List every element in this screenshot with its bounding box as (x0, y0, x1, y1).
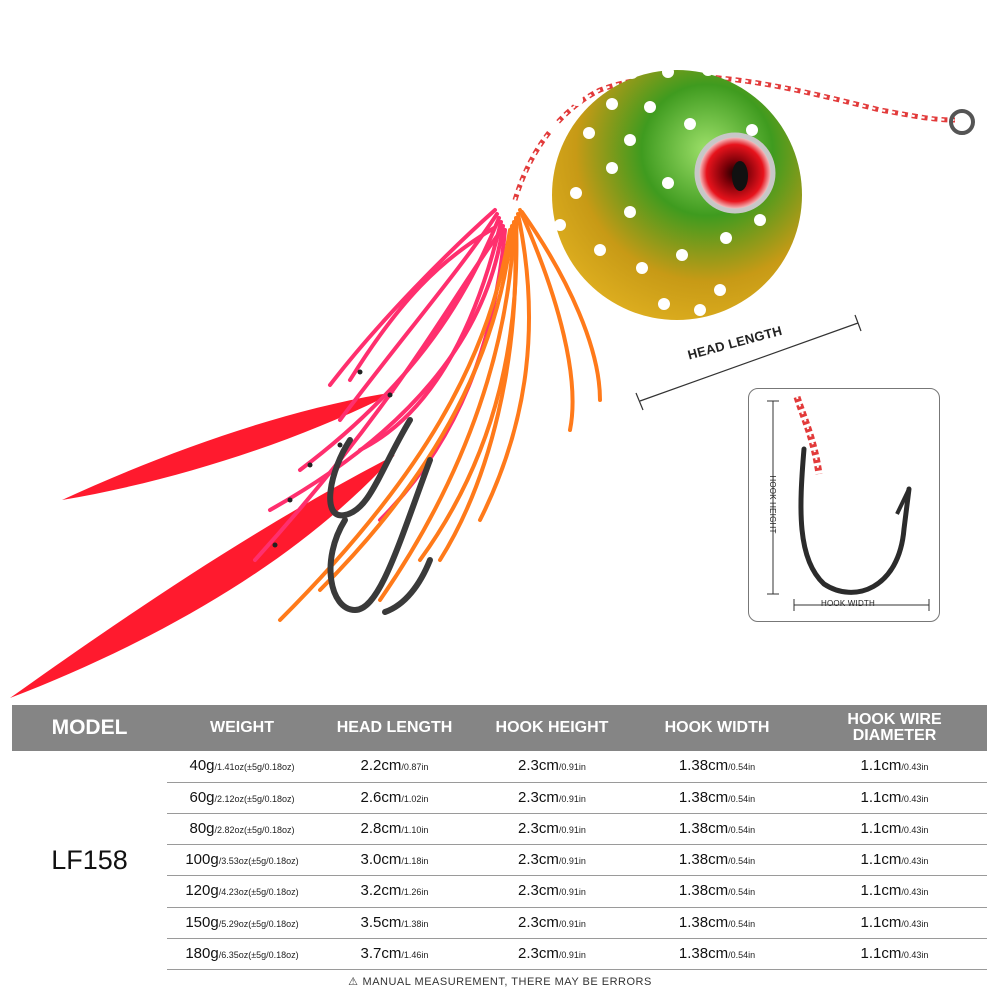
hook-icon (767, 395, 930, 611)
header-head-length: HEAD LENGTH (336, 719, 453, 736)
table-row: 120g/4.23oz(±5g/0.18oz) 3.2cm/1.26in 2.3… (12, 875, 987, 908)
orange-skirt (278, 208, 602, 622)
hook-width-cell: 1.38cm/0.54in (632, 782, 802, 814)
head-spots (542, 64, 774, 316)
measurement-disclaimer: ⚠MANUAL MEASUREMENT, THERE MAY BE ERRORS (0, 975, 1000, 988)
header-wire-diameter: HOOK WIRE DIAMETER (802, 705, 987, 751)
hook-width-cell: 1.38cm/0.54in (632, 907, 802, 939)
wire-diameter-cell: 1.1cm/0.43in (802, 938, 987, 971)
hook-height-cell: 2.3cm/0.91in (472, 907, 632, 939)
table-row: 150g/5.29oz(±5g/0.18oz) 3.5cm/1.38in 2.3… (12, 907, 987, 939)
wire-diameter-cell: 1.1cm/0.43in (802, 844, 987, 877)
table-row: LF158 40g/1.41oz(±5g/0.18oz) 2.2cm/0.87i… (12, 751, 987, 875)
head-length-cell: 3.2cm/1.26in (317, 875, 472, 908)
hook-diagram-card (748, 388, 940, 622)
weight-cell: 40g/1.41oz(±5g/0.18oz) (167, 751, 317, 783)
weight-cell: 120g/4.23oz(±5g/0.18oz) (167, 875, 317, 908)
wire-diameter-cell: 1.1cm/0.43in (802, 813, 987, 846)
hook-height-cell: 2.3cm/0.91in (472, 751, 632, 783)
disclaimer-text: MANUAL MEASUREMENT, THERE MAY BE ERRORS (362, 976, 652, 988)
table-header-row: MODEL WEIGHT HEAD LENGTH HOOK HEIGHT HOO… (12, 705, 987, 751)
table-row: 180g/6.35oz(±5g/0.18oz) 3.7cm/1.46in 2.3… (12, 938, 987, 971)
header-wire-line1: HOOK WIRE (847, 711, 942, 728)
weight-cell: 80g/2.82oz(±5g/0.18oz) (167, 813, 317, 846)
table-row: 80g/2.82oz(±5g/0.18oz) 2.8cm/1.10in 2.3c… (12, 813, 987, 846)
hook-width-cell: 1.38cm/0.54in (632, 751, 802, 783)
hook-width-cell: 1.38cm/0.54in (632, 813, 802, 846)
hook-width-cell: 1.38cm/0.54in (632, 938, 802, 971)
warning-triangle-icon: ⚠ (348, 976, 359, 988)
header-weight: WEIGHT (210, 719, 274, 736)
hook-width-label: HOOK WIDTH (821, 599, 875, 608)
header-model: MODEL (51, 716, 128, 739)
hook-width-cell: 1.38cm/0.54in (632, 875, 802, 908)
hook-height-cell: 2.3cm/0.91in (472, 938, 632, 971)
weight-cell: 60g/2.12oz(±5g/0.18oz) (167, 782, 317, 814)
spec-table: MODEL WEIGHT HEAD LENGTH HOOK HEIGHT HOO… (12, 705, 987, 971)
weight-cell: 150g/5.29oz(±5g/0.18oz) (167, 907, 317, 939)
header-hook-width: HOOK WIDTH (664, 719, 770, 736)
pink-skirt (253, 208, 507, 562)
lure-head (552, 70, 802, 320)
hook-height-cell: 2.3cm/0.91in (472, 844, 632, 877)
header-hook-height: HOOK HEIGHT (495, 719, 609, 736)
lure-illustration (10, 64, 975, 698)
table-row: 100g/3.53oz(±5g/0.18oz) 3.0cm/1.18in 2.3… (12, 844, 987, 877)
model-cell: LF158 (51, 844, 128, 875)
hook-height-cell: 2.3cm/0.91in (472, 782, 632, 814)
weight-cell: 100g/3.53oz(±5g/0.18oz) (167, 844, 317, 877)
assist-hooks (327, 417, 433, 615)
wire-diameter-cell: 1.1cm/0.43in (802, 875, 987, 908)
head-length-cell: 3.7cm/1.46in (317, 938, 472, 971)
wire-diameter-cell: 1.1cm/0.43in (802, 782, 987, 814)
head-length-cell: 3.5cm/1.38in (317, 907, 472, 939)
head-length-cell: 3.0cm/1.18in (317, 844, 472, 877)
pink-skirt-dots (272, 369, 393, 548)
head-length-cell: 2.8cm/1.10in (317, 813, 472, 846)
head-length-cell: 2.2cm/0.87in (317, 751, 472, 783)
hook-height-cell: 2.3cm/0.91in (472, 813, 632, 846)
hook-width-cell: 1.38cm/0.54in (632, 844, 802, 877)
table-body: LF158 40g/1.41oz(±5g/0.18oz) 2.2cm/0.87i… (12, 751, 987, 971)
wire-diameter-cell: 1.1cm/0.43in (802, 751, 987, 783)
hook-height-label: HOOK HEIGHT (768, 475, 777, 534)
wire-diameter-cell: 1.1cm/0.43in (802, 907, 987, 939)
hook-height-cell: 2.3cm/0.91in (472, 875, 632, 908)
tail-upper (62, 392, 395, 500)
weight-cell: 180g/6.35oz(±5g/0.18oz) (167, 938, 317, 971)
tail-lower (10, 455, 395, 698)
head-length-cell: 2.6cm/1.02in (317, 782, 472, 814)
table-row: 60g/2.12oz(±5g/0.18oz) 2.6cm/1.02in 2.3c… (12, 782, 987, 814)
head-length-dimension (635, 314, 862, 411)
header-wire-line2: DIAMETER (852, 727, 937, 744)
split-ring-icon (949, 109, 975, 135)
